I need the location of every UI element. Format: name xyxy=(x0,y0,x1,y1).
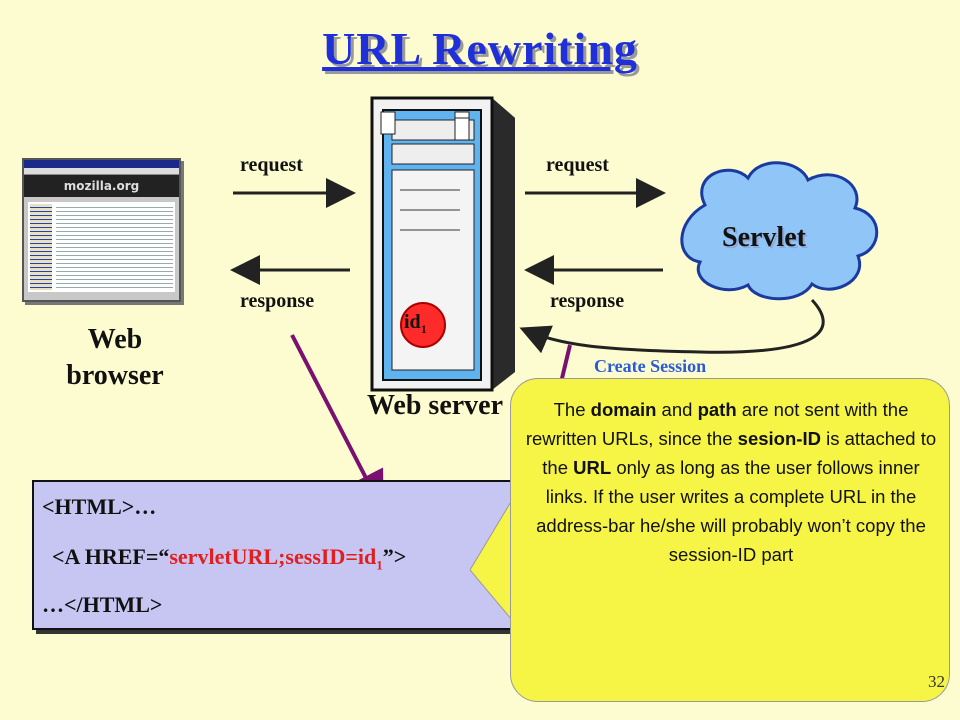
callout-note xyxy=(510,378,950,702)
session-id-badge: id1 xyxy=(404,311,427,337)
code-line-1: <HTML>… xyxy=(42,494,157,519)
web-server-icon xyxy=(370,96,515,392)
web-server-label: Web server xyxy=(366,390,504,421)
browser-label-line1: Web xyxy=(87,324,143,355)
page-title: URL Rewriting xyxy=(322,23,638,74)
browser-menubar xyxy=(24,168,179,175)
code-line-2-url: servletURL;sessID=id xyxy=(169,544,377,569)
browser-content xyxy=(28,202,175,292)
callout-term-domain: domain xyxy=(590,399,657,420)
callout-term-session-id: sesion-ID xyxy=(737,428,821,449)
servlet-label: Servlet xyxy=(722,222,806,253)
callout-term-url: URL xyxy=(573,457,612,478)
request-label-left: request xyxy=(240,154,303,176)
browser-titlebar xyxy=(24,160,179,168)
response-to-code-arrow xyxy=(290,334,384,513)
browser-banner: mozilla.org xyxy=(24,175,179,197)
browser-label-line2: browser xyxy=(66,360,164,391)
html-code-box xyxy=(32,480,528,630)
code-line-2-subscript: 1 xyxy=(376,557,383,573)
callout-text: The domain and path are not sent with th… xyxy=(525,399,937,565)
page-number: 32 xyxy=(928,672,945,691)
browser-sidebar xyxy=(30,204,52,290)
browser-window-illustration: mozilla.org xyxy=(22,158,181,302)
browser-label: Web browser xyxy=(40,322,190,394)
response-label-left: response xyxy=(240,290,315,312)
code-line-2-suffix: ”> xyxy=(382,544,407,569)
session-id-subscript: 1 xyxy=(420,322,427,336)
session-id-text: id xyxy=(404,311,421,333)
code-line-3: …</HTML> xyxy=(42,592,163,617)
create-session-label: Create Session xyxy=(594,356,707,376)
create-session-arrow xyxy=(519,298,825,354)
servlet-cloud-icon xyxy=(680,161,879,301)
response-label-right: response xyxy=(550,290,625,312)
request-label-right: request xyxy=(546,154,609,176)
code-line-2-prefix: <A HREF=“ xyxy=(52,544,170,569)
code-line-2: <A HREF=“servletURL;sessID=id1”> xyxy=(52,544,406,573)
callout-term-path: path xyxy=(697,399,737,420)
browser-text-lines xyxy=(56,204,173,290)
